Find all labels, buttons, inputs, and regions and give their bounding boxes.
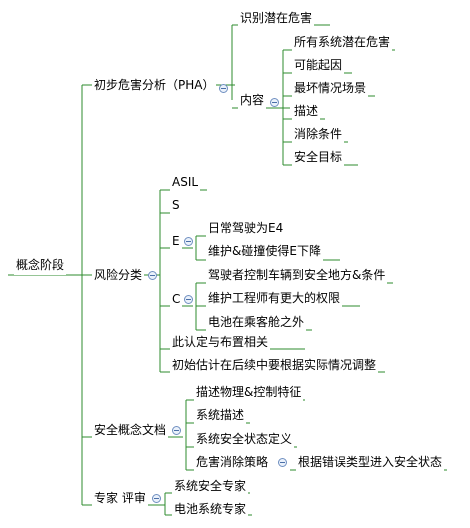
content-item-label: 所有系统潜在危害 xyxy=(294,35,391,49)
c-item-label: 电池在乘客舱之外 xyxy=(208,315,305,329)
c-label: C xyxy=(172,292,181,306)
node-expert-review[interactable]: 专家 评审 xyxy=(92,488,148,508)
identify-hazards-label: 识别潜在危害 xyxy=(240,11,313,25)
review-item-label: 系统安全专家 xyxy=(174,479,247,493)
strategy-child-label: 根据错误类型进入安全状态 xyxy=(298,455,443,469)
node-content-item[interactable]: 最坏情况场景 xyxy=(292,78,369,98)
node-concept-item[interactable]: 系统描述 xyxy=(194,405,247,425)
content-item-label: 描述 xyxy=(294,104,319,118)
content-item-label: 安全目标 xyxy=(294,150,343,164)
node-e[interactable]: E xyxy=(170,231,182,251)
collapse-icon[interactable] xyxy=(184,295,193,304)
node-concept-item[interactable]: 描述物理&控制特征 xyxy=(194,382,304,402)
review-item-label: 电池系统专家 xyxy=(174,502,247,516)
node-safety-concept-doc[interactable]: 安全概念文档 xyxy=(92,420,169,440)
content-label: 内容 xyxy=(240,93,265,107)
node-risk-note[interactable]: 初始估计在后续中要根据实际情况调整 xyxy=(170,355,379,375)
collapse-icon[interactable] xyxy=(219,84,228,93)
root-label: 概念阶段 xyxy=(16,258,65,272)
node-c[interactable]: C xyxy=(170,289,183,309)
risk-note-label: 初始估计在后续中要根据实际情况调整 xyxy=(172,358,377,372)
c-item-label: 维护工程师有更大的权限 xyxy=(208,291,341,305)
concept-item-label: 系统描述 xyxy=(196,408,245,422)
collapse-icon[interactable] xyxy=(148,271,157,280)
collapse-icon[interactable] xyxy=(172,426,181,435)
node-c-item[interactable]: 驾驶者控制车辆到安全地方&条件 xyxy=(206,265,388,285)
node-c-item[interactable]: 维护工程师有更大的权限 xyxy=(206,288,343,308)
asil-label: ASIL xyxy=(172,175,199,189)
e-item-label: 日常驾驶为E4 xyxy=(208,221,284,235)
risk-note-label: 此认定与布置相关 xyxy=(172,335,269,349)
node-e-item[interactable]: 维护&碰撞使得E下降 xyxy=(206,241,323,261)
node-identify-hazards[interactable]: 识别潜在危害 xyxy=(238,8,315,28)
s-label: S xyxy=(172,198,180,212)
node-hazard-strategy[interactable]: 危害消除策略 xyxy=(194,452,271,472)
collapse-icon[interactable] xyxy=(270,98,279,107)
node-review-item[interactable]: 电池系统专家 xyxy=(172,499,249,519)
node-e-item[interactable]: 日常驾驶为E4 xyxy=(206,218,286,238)
node-concept-item[interactable]: 系统安全状态定义 xyxy=(194,429,295,449)
c-item-label: 驾驶者控制车辆到安全地方&条件 xyxy=(208,268,386,282)
node-strategy-child[interactable]: 根据错误类型进入安全状态 xyxy=(296,452,445,472)
e-label: E xyxy=(172,234,180,248)
node-content-item[interactable]: 可能起因 xyxy=(292,55,345,75)
node-asil[interactable]: ASIL xyxy=(170,172,201,192)
collapse-icon[interactable] xyxy=(152,494,161,503)
concept-item-label: 系统安全状态定义 xyxy=(196,432,293,446)
node-content-item[interactable]: 所有系统潜在危害 xyxy=(292,32,393,52)
concept-item-label: 描述物理&控制特征 xyxy=(196,385,302,399)
concept-doc-label: 安全概念文档 xyxy=(94,423,167,437)
node-content-item[interactable]: 描述 xyxy=(292,101,321,121)
content-item-label: 最坏情况场景 xyxy=(294,81,367,95)
root-node[interactable]: 概念阶段 xyxy=(14,255,67,275)
e-item-label: 维护&碰撞使得E下降 xyxy=(208,244,321,258)
node-pha[interactable]: 初步危害分析（PHA） xyxy=(92,75,217,95)
node-content-item[interactable]: 消除条件 xyxy=(292,124,345,144)
collapse-icon[interactable] xyxy=(184,237,193,246)
pha-label: 初步危害分析（PHA） xyxy=(94,78,215,92)
node-c-item[interactable]: 电池在乘客舱之外 xyxy=(206,312,307,332)
node-risk-note[interactable]: 此认定与布置相关 xyxy=(170,332,271,352)
content-item-label: 可能起因 xyxy=(294,58,343,72)
content-item-label: 消除条件 xyxy=(294,127,343,141)
risk-label: 风险分类 xyxy=(94,268,143,282)
review-label: 专家 评审 xyxy=(94,491,146,505)
strategy-label: 危害消除策略 xyxy=(196,455,269,469)
node-content[interactable]: 内容 xyxy=(238,90,267,110)
node-review-item[interactable]: 系统安全专家 xyxy=(172,476,249,496)
node-s[interactable]: S xyxy=(170,195,182,215)
node-content-item[interactable]: 安全目标 xyxy=(292,147,345,167)
collapse-icon[interactable] xyxy=(278,458,287,467)
node-risk-classification[interactable]: 风险分类 xyxy=(92,265,145,285)
